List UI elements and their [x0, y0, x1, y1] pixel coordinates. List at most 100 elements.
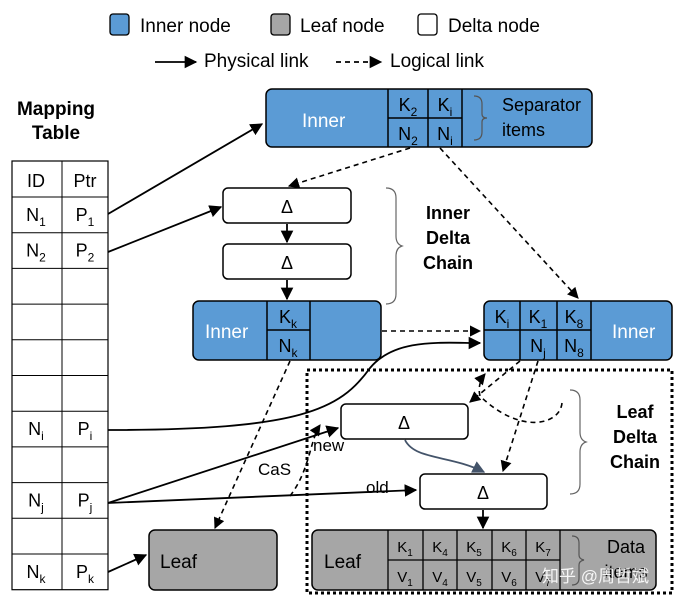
top-inner-label: Inner	[302, 111, 346, 132]
leaf-delta-brace	[569, 389, 588, 495]
leaf-key: K6	[501, 539, 517, 559]
leaf-delta-new-symbol: Δ	[398, 413, 410, 433]
leaf-delta-chain-line2: Delta	[613, 427, 658, 447]
mid-inner-ptr: Nk	[279, 336, 299, 360]
mid-inner-key: Kk	[279, 307, 298, 331]
leaf-key: K5	[466, 539, 482, 559]
link-pj-old-delta	[107, 484, 418, 504]
right-inner-key-1: Ki	[495, 307, 510, 331]
legend-inner-label: Inner node	[140, 16, 231, 37]
mapping-row-ptr: Pi	[78, 419, 93, 443]
data-items-brace	[571, 535, 585, 586]
logical-nj-new-delta	[469, 360, 521, 403]
mapping-row-id: N2	[26, 241, 46, 265]
separator-brace	[473, 95, 488, 141]
mapping-row-id: Nj	[28, 490, 44, 514]
separator-label-line2: items	[502, 120, 545, 140]
mapping-table-header-id: ID	[27, 171, 45, 191]
right-inner-key-2: K1	[529, 307, 548, 331]
legend-inner-swatch	[109, 13, 130, 36]
leaf-delta-old-node	[419, 473, 548, 510]
leaf-delta-chain-line3: Chain	[610, 452, 660, 472]
legend-physical-label: Physical link	[204, 51, 309, 72]
logical-leaf-delta-loop	[474, 373, 563, 424]
mapping-table-grid	[11, 160, 109, 591]
right-inner-key-3: K8	[565, 307, 584, 331]
inner-delta-chain-line2: Delta	[426, 228, 471, 248]
link-new-to-old-delta	[404, 439, 486, 473]
mapping-table-title-line1: Mapping	[17, 99, 95, 120]
right-inner-ptr-2: Nj	[530, 336, 546, 360]
mid-inner-node: Inner Kk Nk	[192, 300, 382, 361]
link-pj-new-delta	[107, 425, 340, 504]
leaf-value: V6	[501, 569, 517, 589]
right-inner-label: Inner	[612, 322, 656, 343]
inner-delta-chain-line3: Chain	[423, 253, 473, 273]
data-items-line2: items	[604, 562, 647, 582]
inner-delta-node-1	[222, 187, 352, 224]
right-inner-node: Inner Ki K1 K8 Nj N8	[483, 300, 673, 361]
top-inner-ptr-2: Ni	[437, 124, 453, 148]
leaf-key: K1	[397, 539, 413, 559]
legend-logical-label: Logical link	[390, 51, 484, 72]
link-pi-right-inner	[107, 336, 482, 431]
top-inner-ptr-1: N2	[398, 124, 418, 148]
leaf-value: V1	[397, 569, 413, 589]
mapping-row-id: Nk	[27, 562, 47, 586]
label-new: new	[313, 436, 345, 455]
label-cas: CaS	[258, 460, 291, 479]
leaf-delta-dotted-frame	[305, 368, 674, 595]
inner-delta-node-2	[222, 243, 352, 280]
right-inner-ptr-3: N8	[564, 336, 584, 360]
mapping-row-ptr: P1	[76, 205, 95, 229]
links	[107, 123, 579, 573]
leaf-delta-old-symbol: Δ	[477, 483, 489, 503]
mapping-table-title-line2: Table	[32, 123, 80, 144]
top-inner-key-2: Ki	[438, 95, 453, 119]
logical-cas-curve	[289, 424, 321, 497]
logical-n2-delta1	[287, 147, 411, 189]
top-inner-key-1: K2	[399, 95, 418, 119]
leaf-bottom-label: Leaf	[324, 552, 362, 573]
mapping-row-id: Ni	[28, 419, 44, 443]
leaf-value: V7	[535, 569, 551, 589]
link-pk-leaf	[107, 553, 148, 573]
inner-delta-brace	[385, 187, 404, 305]
separator-label-line1: Separator	[502, 95, 581, 115]
leaf-key: K4	[432, 539, 448, 559]
watermark: 知乎 @周哲斌	[542, 567, 649, 586]
leaf-delta-new-node	[340, 403, 469, 440]
legend: Inner node Leaf node Delta node Physical…	[109, 13, 540, 72]
logical-nk-leaf	[214, 360, 291, 530]
legend-delta-swatch	[417, 13, 438, 36]
logical-nj-old-delta	[500, 360, 539, 473]
mapping-row-ptr: P2	[76, 241, 95, 265]
inner-delta-node-1-symbol: Δ	[281, 197, 293, 217]
mapping-row-id: N1	[26, 205, 46, 229]
leaf-value: V5	[466, 569, 482, 589]
leaf-delta-chain-region: Δ Δ Leaf Delta Chain	[305, 368, 674, 595]
legend-leaf-swatch	[270, 13, 291, 36]
leaf-value: V4	[432, 569, 448, 589]
inner-delta-node-2-symbol: Δ	[281, 253, 293, 273]
inner-delta-chain-line1: Inner	[426, 203, 470, 223]
leaf-delta-chain-line1: Leaf	[616, 402, 654, 422]
leaf-left-label: Leaf	[160, 552, 198, 573]
top-inner-node: Inner K2 Ki N2 Ni Separator items	[265, 88, 593, 148]
mid-inner-label: Inner	[205, 322, 249, 343]
logical-ni-right-inner	[439, 147, 579, 299]
mapping-row-ptr: Pj	[78, 490, 93, 514]
leaf-key: K7	[535, 539, 551, 559]
link-p2-delta1	[107, 205, 223, 253]
mapping-row-ptr: Pk	[76, 562, 95, 586]
legend-delta-label: Delta node	[448, 16, 540, 37]
data-items-line1: Data	[607, 537, 646, 557]
label-old: old	[366, 478, 389, 497]
leaf-left-node: Leaf	[148, 529, 278, 591]
legend-leaf-label: Leaf node	[300, 16, 385, 37]
